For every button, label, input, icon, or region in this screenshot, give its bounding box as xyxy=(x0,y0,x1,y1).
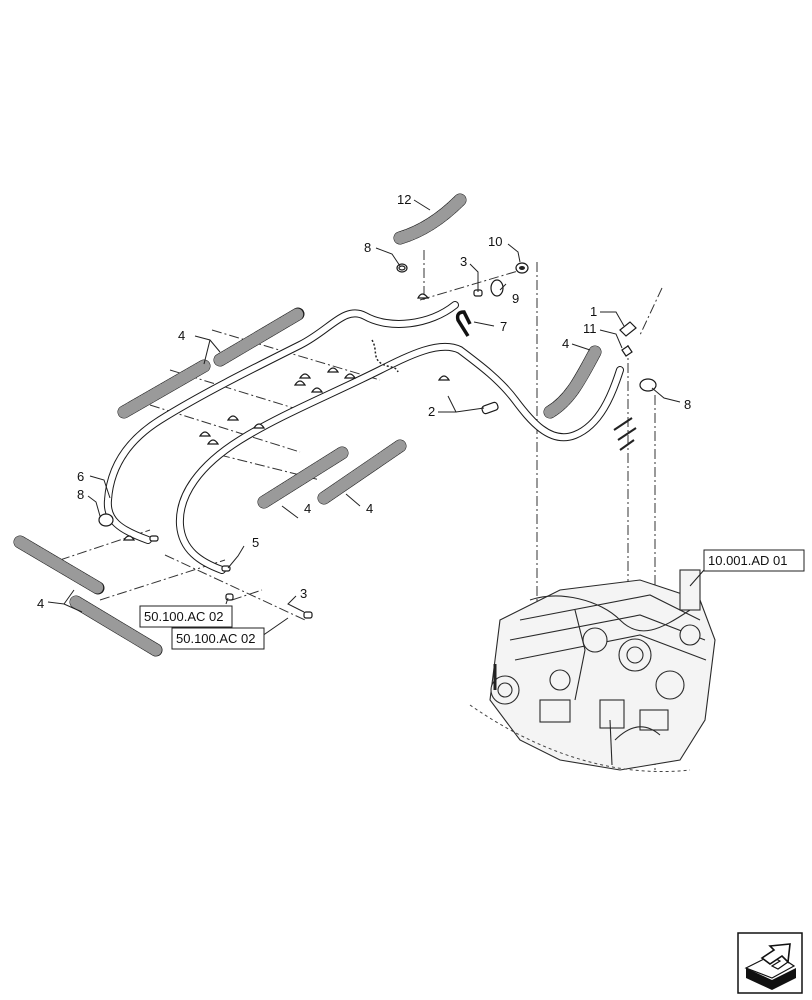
callout-4-right: 4 xyxy=(562,336,569,351)
callout-9: 9 xyxy=(512,291,519,306)
harness-hose-6 xyxy=(103,301,459,544)
wire-bundle xyxy=(371,339,399,373)
callout-5: 5 xyxy=(252,535,259,550)
callout-8-right: 8 xyxy=(684,397,691,412)
callout-2: 2 xyxy=(428,404,435,419)
callout-3-top: 3 xyxy=(460,254,467,269)
callout-4-mid-a: 4 xyxy=(304,501,311,516)
leader-lines xyxy=(47,199,705,637)
callout-10: 10 xyxy=(488,234,502,249)
callouts: 12 8 3 10 9 7 1 11 4 8 2 4 4 4 6 8 4 5 3 xyxy=(37,192,691,611)
callout-12: 12 xyxy=(397,192,411,207)
ref-box-a[interactable]: 50.100.AC 02 xyxy=(139,605,233,628)
callout-7: 7 xyxy=(500,319,507,334)
callout-4-mid-b: 4 xyxy=(366,501,373,516)
callout-4-upper-left: 4 xyxy=(178,328,185,343)
small-parts xyxy=(98,262,657,619)
callout-8-left: 8 xyxy=(77,487,84,502)
harness-hose-5 xyxy=(175,342,624,574)
callout-4-lower-left: 4 xyxy=(37,596,44,611)
callout-11: 11 xyxy=(583,321,597,336)
callout-3-bottom: 3 xyxy=(300,586,307,601)
callout-1: 1 xyxy=(590,304,597,319)
ref-engine-label: 10.001.AD 01 xyxy=(708,553,788,568)
next-page-arrow-icon[interactable] xyxy=(737,932,803,994)
engine-illustration xyxy=(469,569,716,773)
ref-b-label: 50.100.AC 02 xyxy=(176,631,256,646)
callout-6: 6 xyxy=(77,469,84,484)
ref-box-engine[interactable]: 10.001.AD 01 xyxy=(703,549,805,572)
ref-a-label: 50.100.AC 02 xyxy=(144,609,224,624)
callout-8-top: 8 xyxy=(364,240,371,255)
ref-box-b[interactable]: 50.100.AC 02 xyxy=(171,627,265,650)
conduit-group xyxy=(13,193,602,657)
